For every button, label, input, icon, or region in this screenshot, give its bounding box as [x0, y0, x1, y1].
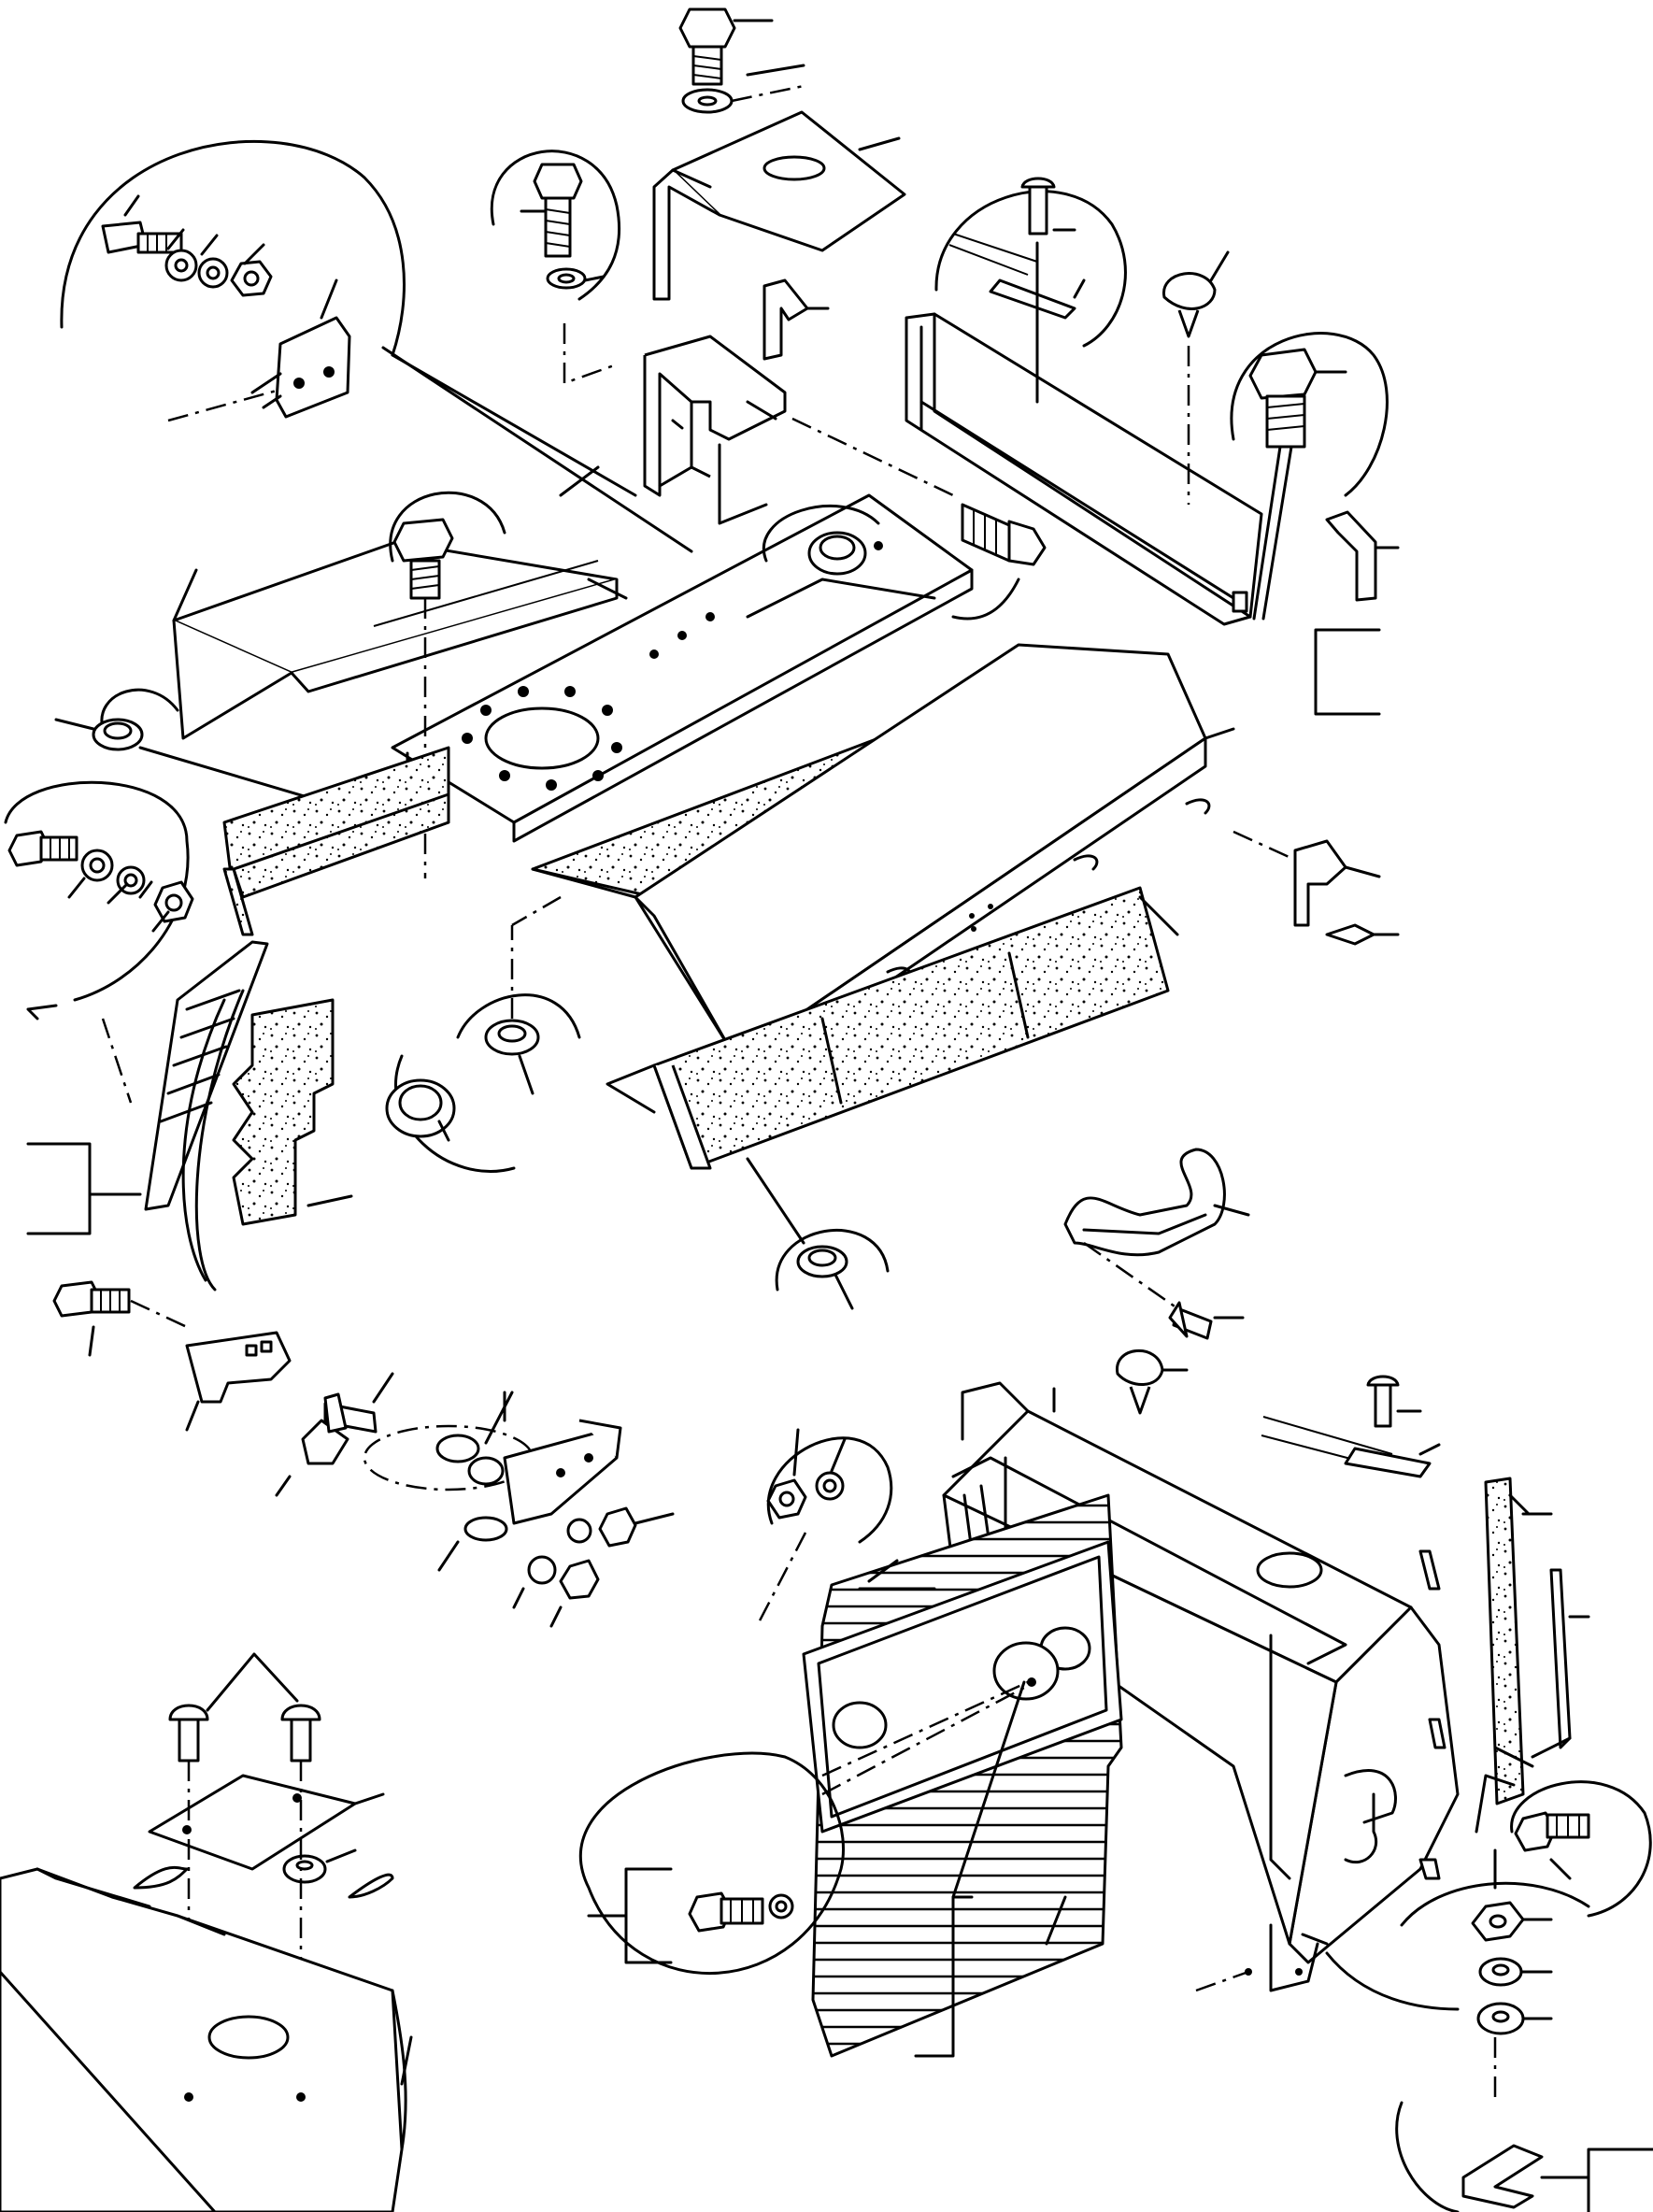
left-duct-channel [172, 465, 619, 740]
detail-circle-nuts [755, 1428, 893, 1627]
grommet-circle-bottom-center [746, 1157, 890, 1310]
detail-circle-bolt-washer [490, 150, 621, 385]
support-frame-stand [643, 335, 954, 525]
lower-left-housing [0, 1867, 413, 2212]
center-mounting-plate [391, 493, 974, 843]
detail-circle-hinge [60, 139, 693, 553]
grommet-circle-center-lower [456, 895, 581, 1095]
clip-bushing-assembly [52, 1280, 394, 1497]
horizontal-bolt-center [961, 503, 1047, 566]
foam-pad-left-vertical [232, 998, 353, 1226]
bracket-right-small [1233, 830, 1400, 946]
grommet-circle-center [746, 504, 1020, 621]
bracket-callout-lower-center [914, 1895, 974, 2058]
hinge-plate-assembly [363, 1391, 675, 1628]
detail-circle-bolt-washer-lower [579, 1751, 845, 1975]
knob-upper-right [1162, 250, 1230, 505]
rivet-upper-right [1261, 1375, 1441, 1478]
rear-panel-long [905, 241, 1263, 626]
foam-strip-front-long [606, 886, 1179, 1170]
detail-circle-bolt-right [1493, 1746, 1652, 1918]
grommet-circle-left-lower [385, 1054, 516, 1173]
spring-clip-bottom-right [1461, 2144, 1653, 2212]
radiator-grille-fins [802, 1493, 1123, 2058]
grab-handle [1063, 1148, 1250, 1340]
detail-circle-large-bolt [1230, 332, 1389, 621]
access-plate-assembly [133, 1652, 394, 2093]
foam-strip-vertical-right [1484, 1477, 1553, 1805]
bent-pin-right [1325, 510, 1400, 602]
detail-circle-rivet [934, 177, 1127, 348]
side-strip-right [1531, 1568, 1590, 1759]
bracket-callout-left [26, 1142, 142, 1235]
upper-mounting-bracket [652, 110, 906, 301]
bent-pin-upper [762, 278, 830, 361]
nut-washer-stack-right [1325, 1881, 1590, 2212]
bracket-callout-right-1 [1314, 628, 1381, 716]
misc-leader-lines [858, 1587, 1516, 1890]
bolt-center-vertical [389, 491, 506, 878]
side-bracket-left [144, 940, 269, 1292]
main-cover-hood [531, 643, 1235, 1067]
top-bolt-assembly [678, 7, 805, 114]
detail-circle-bolt-nut-left [4, 780, 194, 1104]
foam-strip-left-lower [222, 746, 450, 936]
knob-lower-middle [1116, 1349, 1189, 1415]
